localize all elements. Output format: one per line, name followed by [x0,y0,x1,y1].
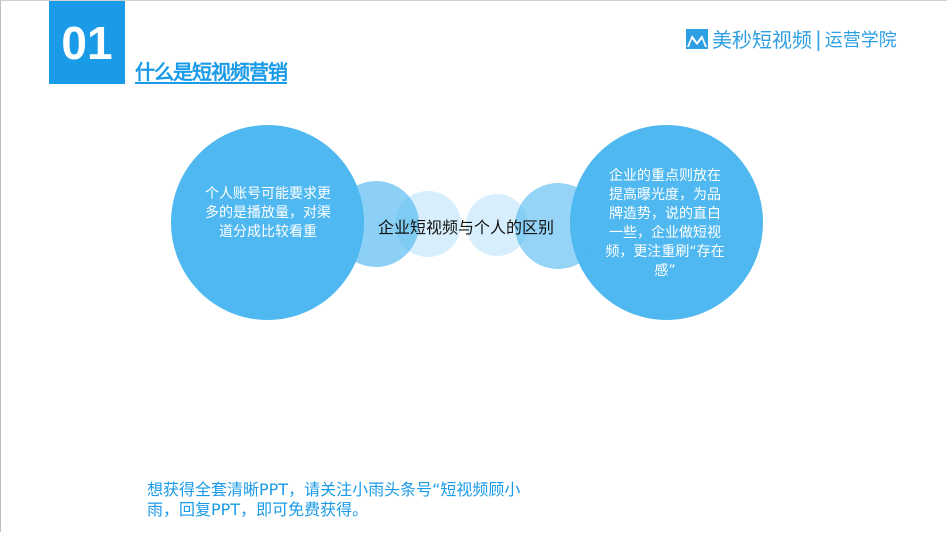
brand-name: 美秒短视频 [712,28,812,52]
comparison-label: 企业短视频与个人的区别 [377,218,554,237]
slide-title: 什么是短视频营销 [135,60,288,84]
section-number-badge: 01 [49,1,125,84]
brand-subtitle: 运营学院 [824,29,897,51]
right-circle [570,125,763,320]
connector-circle-1 [333,181,419,267]
enterprise-text: 企业的重点则放在提高曝光度，为品牌造势，说的直白一些，企业做短视频，更注重刷“存… [605,168,725,279]
brand-logo: 美秒短视频 | 运营学院 [686,24,897,53]
m-wave-logo-icon [686,28,708,49]
personal-account-text: 个人账号可能要求更多的是播放量，对渠道分成比较看重 [205,186,331,240]
footer-note: 想获得全套清晰PPT，请关注小雨头条号“短视频顾小雨，回复PPT，即可免费获得。 [147,480,521,519]
logo-separator: | [815,26,822,51]
connector-circle-4 [515,183,601,269]
left-circle [171,125,364,320]
section-number: 01 [61,16,113,69]
